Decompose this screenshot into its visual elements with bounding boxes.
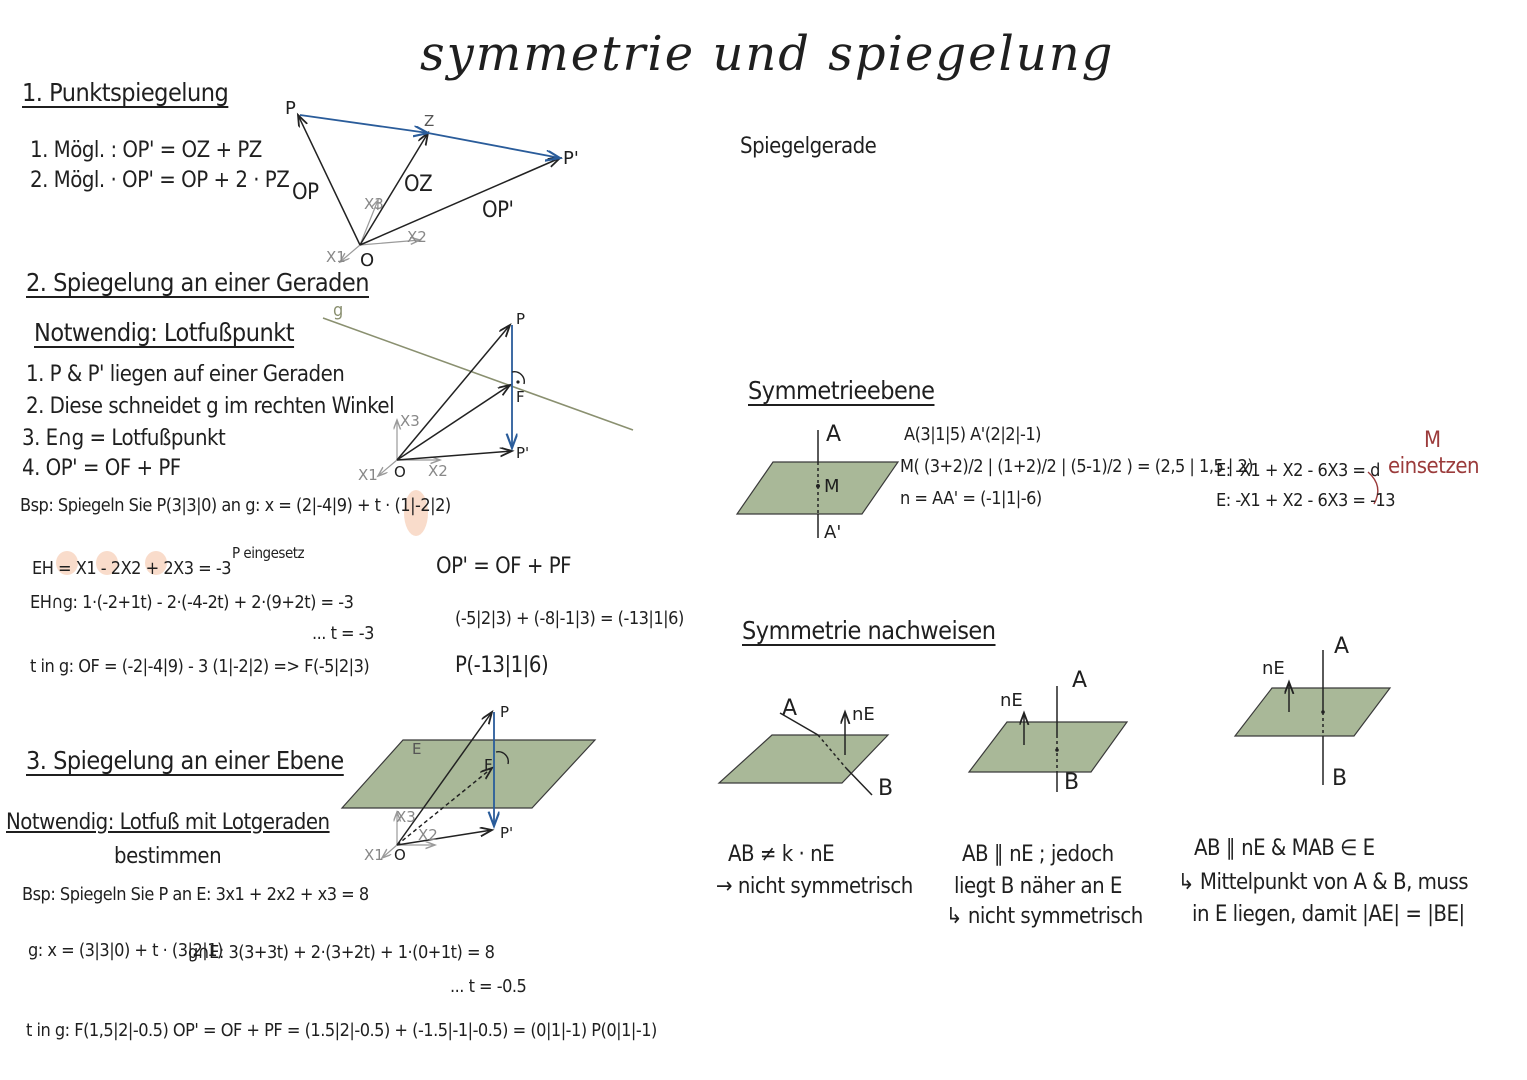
sec2-ting: t in g: OF = (-2|-4|9) - 3 (1|-2|2) => F… [30, 656, 370, 677]
fig3-label-E: E [412, 740, 422, 758]
sec3-gne: g∩E: 3(3+3t) + 2·(3+2t) + 1·(0+1t) = 8 [188, 942, 495, 963]
sec2-bsp: Bsp: Spiegeln Sie P(3|3|0) an g: x = (2|… [20, 495, 451, 516]
highlight-x2 [96, 551, 118, 575]
case1-l1: AB ≠ k · nE [728, 842, 835, 867]
fig2-label-Pp: P' [516, 444, 530, 462]
sec1-line1: 1. Mögl. : OP' = OZ + PZ [30, 138, 262, 163]
fig3-label-O: O [394, 846, 406, 864]
fig3-label-Pp: P' [500, 824, 514, 842]
fig1-label-Z: Z [424, 112, 435, 130]
sec1-line2: 2. Mögl. · OP' = OP + 2 · PZ [30, 168, 290, 193]
case3-label-B: B [1332, 766, 1348, 791]
spiegelgerade-heading: Spiegelgerade [740, 134, 877, 159]
case1-label-A: A [782, 696, 798, 721]
fig1-label-OZ: OZ [404, 172, 433, 197]
highlight-x1 [56, 551, 78, 575]
case1-l2: → nicht symmetrisch [716, 874, 913, 899]
sec3-g: g: x = (3|3|0) + t · (3|2|1) [28, 940, 223, 961]
case2-label-B: B [1064, 770, 1080, 795]
einsetzen-bracket [1367, 471, 1379, 505]
sec2-eh: EH = X1 - 2X2 + 2X3 = -3 [32, 558, 232, 579]
fig-case1 [717, 712, 890, 796]
fig1-label-x2: X2 [407, 228, 427, 246]
fig1-label-Pp: P' [563, 148, 579, 169]
symebene-calc3: n = AA' = (-1|1|-6) [900, 488, 1042, 509]
fig-punktspiegelung [298, 115, 560, 262]
sec2-notwendig: Notwendig: Lotfußpunkt [34, 318, 295, 347]
sec3-heading: 3. Spiegelung an einer Ebene [26, 746, 344, 775]
sec2-l1: 1. P & P' liegen auf einer Geraden [26, 362, 345, 387]
fig3-label-x2: X2 [418, 826, 438, 844]
sec2-l3: 3. E∩g = Lotfußpunkt [22, 426, 226, 451]
fig3-label-x3: X3 [396, 808, 416, 826]
fig1-label-OPp: OP' [482, 198, 514, 223]
sec2-l4: 4. OP' = OF + PF [22, 456, 181, 481]
symebene-einsetzen: einsetzen [1388, 454, 1480, 479]
fig-case3 [1233, 650, 1392, 785]
fig2-label-x3: X3 [400, 412, 420, 430]
sec2-opp: OP' = OF + PF [436, 554, 572, 579]
sec2-heading: 2. Spiegelung an einer Geraden [26, 268, 370, 297]
symebene-calc1: A(3|1|5) A'(2|2|-1) [904, 424, 1042, 445]
case3-label-nE: nE [1262, 658, 1285, 679]
fig1-label-OP: OP [292, 180, 319, 205]
sec3-notwendig: Notwendig: Lotfuß mit Lotgeraden [6, 810, 330, 835]
fig3-label-F: F [484, 756, 493, 774]
symmetrie-nachweisen-heading: Symmetrie nachweisen [742, 616, 996, 645]
fig1-label-x1: X1 [326, 248, 346, 266]
fig2-label-O: O [394, 463, 406, 481]
symebene-label-A: A [826, 422, 842, 447]
fig3-label-P: P [500, 703, 510, 721]
fig-symmetrieebene [735, 430, 900, 538]
fig2-label-P: P [516, 310, 526, 328]
sec2-l2: 2. Diese schneidet g im rechten Winkel [26, 394, 395, 419]
sec2-result: P(-13|1|6) [455, 653, 549, 678]
fig1-label-P: P [285, 98, 296, 119]
sec2-t: ... t = -3 [312, 623, 374, 644]
highlight-x3 [145, 551, 167, 575]
sec1-heading: 1. Punktspiegelung [22, 78, 229, 107]
case2-label-A: A [1072, 668, 1088, 693]
sec3-ting: t in g: F(1,5|2|-0.5) OP' = OF + PF = (1… [26, 1020, 657, 1041]
fig2-label-F: F [516, 388, 525, 406]
fig-case2 [967, 686, 1129, 792]
sec3-notwendig2: bestimmen [114, 844, 222, 869]
fig2-label-x2: X2 [428, 462, 448, 480]
case2-l1: AB ∥ nE ; jedoch [962, 842, 1114, 867]
symebene-calc2: M( (3+2)/2 | (1+2)/2 | (5-1)/2 ) = (2,5 … [900, 456, 1254, 477]
symebene-m-label: M [1424, 428, 1441, 453]
symebene-eq1: E: -X1 + X2 - 6X3 = d [1216, 460, 1380, 481]
case2-l2: liegt B näher an E [954, 874, 1122, 899]
case3-l1: AB ∥ nE & MAB ∈ E [1194, 836, 1375, 861]
case3-l2: ↳ Mittelpunkt von A & B, muss [1178, 870, 1469, 895]
symebene-eq2: E: -X1 + X2 - 6X3 = -13 [1216, 490, 1396, 511]
page-title: symmetrie und spiegelung [420, 26, 1115, 82]
fig1-label-x3: X3 [364, 195, 384, 213]
case1-label-nE: nE [852, 704, 875, 725]
fig-gerade [322, 317, 634, 476]
fig1-label-O: O [360, 250, 375, 271]
case2-l3: ↳ nicht symmetrisch [946, 904, 1143, 929]
sec2-ehg: EH∩g: 1·(-2+1t) - 2·(-4-2t) + 2·(9+2t) =… [30, 592, 354, 613]
fig-ebene [340, 712, 597, 858]
sec3-bsp: Bsp: Spiegeln Sie P an E: 3x1 + 2x2 + x3… [22, 884, 369, 905]
fig2-label-x1: X1 [358, 466, 378, 484]
case1-label-B: B [878, 776, 894, 801]
case3-label-A: A [1334, 634, 1350, 659]
fig3-label-x1: X1 [364, 846, 384, 864]
symmetrieebene-heading: Symmetrieebene [748, 376, 935, 405]
highlight-direction [404, 490, 428, 536]
symebene-label-M: M [824, 476, 840, 497]
symebene-label-Ap: A' [824, 522, 842, 543]
sec2-vec-sum: (-5|2|3) + (-8|-1|3) = (-13|1|6) [455, 608, 684, 629]
case3-l3: in E liegen, damit |AE| = |BE| [1192, 902, 1465, 927]
sec3-t: ... t = -0.5 [450, 976, 527, 997]
fig2-label-g: g [333, 300, 343, 321]
case2-label-nE: nE [1000, 690, 1023, 711]
sec2-eh-note: P eingesetz [232, 544, 305, 562]
